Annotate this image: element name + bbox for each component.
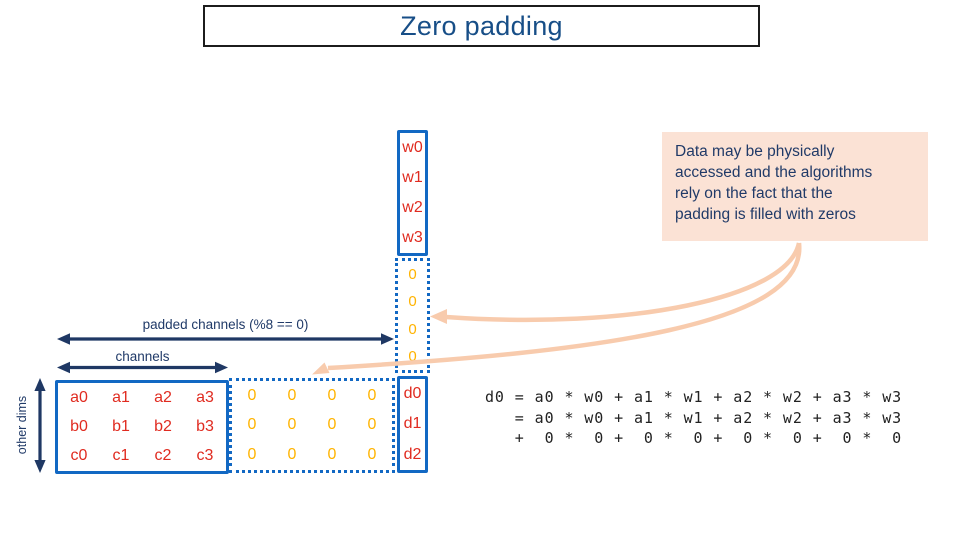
page-title: Zero padding xyxy=(400,10,563,41)
zero-cell: 0 xyxy=(408,293,417,311)
callout-note: Data may be physically accessed and the … xyxy=(662,132,928,241)
zero-cell: 0 xyxy=(287,416,297,434)
zero-cell: 0 xyxy=(367,416,377,434)
matrix-cell: c1 xyxy=(112,447,130,465)
output-column: d0 d1 d2 xyxy=(397,376,428,473)
other-dims-arrow xyxy=(34,378,46,473)
matrix-cell: b0 xyxy=(70,417,88,435)
zero-cell: 0 xyxy=(287,446,297,464)
callout-arrow-to-column xyxy=(430,242,802,324)
matrix-cell: a0 xyxy=(70,388,88,406)
output-cell: d1 xyxy=(403,415,422,433)
zero-cell: 0 xyxy=(247,446,257,464)
weight-cell: w2 xyxy=(402,199,423,216)
dot-product-equation: d0 = a0 * w0 + a1 * w1 + a2 * w2 + a3 * … xyxy=(485,387,902,449)
equation-line: d0 = a0 * w0 + a1 * w1 + a2 * w2 + a3 * … xyxy=(485,388,903,406)
title-box: Zero padding xyxy=(203,5,760,47)
zero-cell: 0 xyxy=(327,416,337,434)
zero-cell: 0 xyxy=(247,386,257,404)
output-cell: d0 xyxy=(403,385,422,403)
callout-line: padding is filled with zeros xyxy=(675,206,856,223)
equation-line: = a0 * w0 + a1 * w1 + a2 * w2 + a3 * w3 xyxy=(485,408,903,427)
weight-cell: w0 xyxy=(402,139,423,156)
matrix-cell: a3 xyxy=(196,388,214,406)
matrix-cell: b2 xyxy=(154,417,172,435)
zero-cell: 0 xyxy=(247,416,257,434)
zero-cell: 0 xyxy=(327,446,337,464)
weight-cell: w3 xyxy=(402,229,423,246)
callout-line: Data may be physically xyxy=(675,143,835,160)
matrix-cell: b3 xyxy=(196,417,214,435)
matrix-cell: c3 xyxy=(196,447,214,465)
channels-label: channels xyxy=(115,349,170,364)
weight-cell: w1 xyxy=(402,169,423,186)
other-dims-label: other dims xyxy=(15,395,29,455)
matrix-cell: b1 xyxy=(112,417,130,435)
callout-arrow-to-matrix xyxy=(312,242,802,375)
zero-cell: 0 xyxy=(367,446,377,464)
matrix-cell: c2 xyxy=(154,447,172,465)
callout-line: accessed and the algorithms xyxy=(675,164,873,181)
matrix-cell: a2 xyxy=(154,388,172,406)
padding-matrix: 0 0 0 0 0 0 0 0 0 0 0 0 xyxy=(229,378,395,473)
zero-cell: 0 xyxy=(408,347,417,365)
zero-cell: 0 xyxy=(327,386,337,404)
matrix-cell: a1 xyxy=(112,388,130,406)
padded-channels-arrow xyxy=(57,333,394,345)
zero-cell: 0 xyxy=(408,266,417,284)
padded-channels-label: padded channels (%8 == 0) xyxy=(142,317,309,332)
zero-cell: 0 xyxy=(367,386,377,404)
matrix-cell: c0 xyxy=(70,447,88,465)
output-cell: d2 xyxy=(403,445,422,463)
equation-line: + 0 * 0 + 0 * 0 + 0 * 0 + 0 * 0 xyxy=(485,429,903,447)
weights-column: w0 w1 w2 w3 xyxy=(397,130,428,256)
zero-cell: 0 xyxy=(408,320,417,338)
callout-line: rely on the fact that the xyxy=(675,185,833,202)
zero-cell: 0 xyxy=(287,386,297,404)
weights-padding-column: 0 0 0 0 xyxy=(395,258,430,373)
data-matrix: a0 a1 a2 a3 b0 b1 b2 b3 c0 c1 c2 c3 xyxy=(55,380,229,474)
